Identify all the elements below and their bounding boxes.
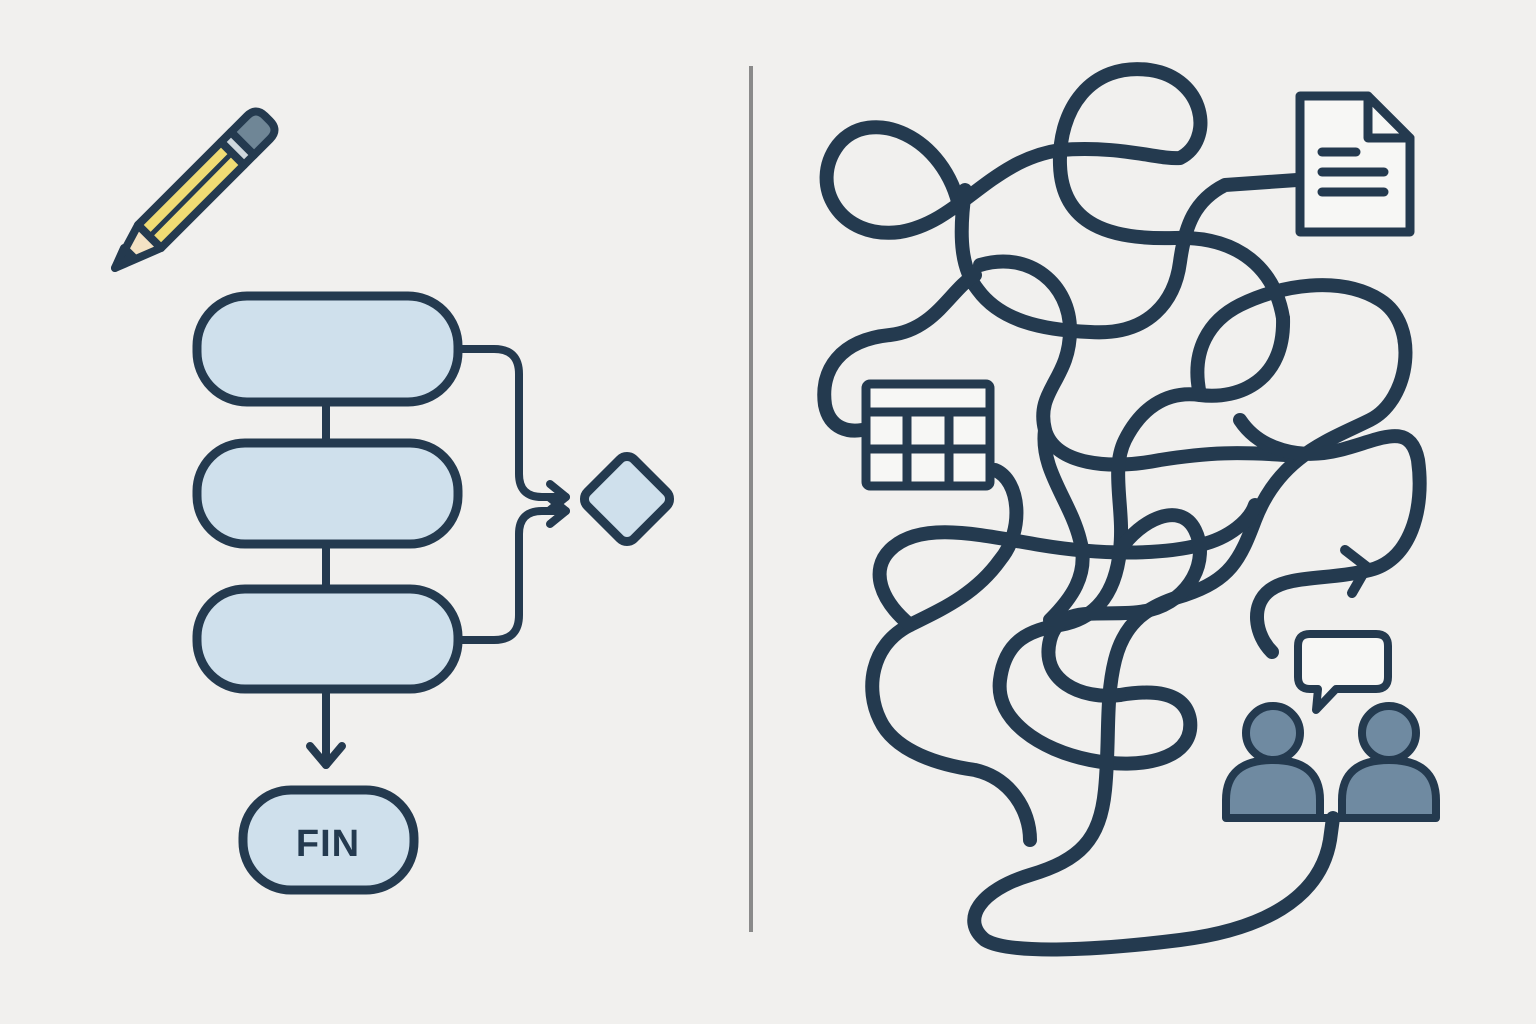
- process-box: [192, 438, 463, 549]
- end-node: [238, 785, 419, 895]
- process-box: [192, 291, 463, 407]
- right-chaos: [817, 62, 1440, 957]
- two-people-icon: [1222, 702, 1440, 822]
- pencil-icon: [111, 107, 279, 272]
- branch-connectors: [454, 345, 570, 644]
- process-box: [192, 584, 463, 694]
- tangled-lines: [817, 62, 1427, 957]
- end-node-label: FIN: [296, 823, 360, 865]
- decision-diamond: [579, 451, 675, 547]
- chat-bubble-icon: [1294, 630, 1392, 714]
- chaos-arrowhead: [1340, 545, 1372, 598]
- spreadsheet-icon: [861, 379, 995, 491]
- left-flowchart: FIN: [111, 107, 675, 895]
- arrow-down: [306, 685, 346, 769]
- document-icon: [1295, 91, 1415, 237]
